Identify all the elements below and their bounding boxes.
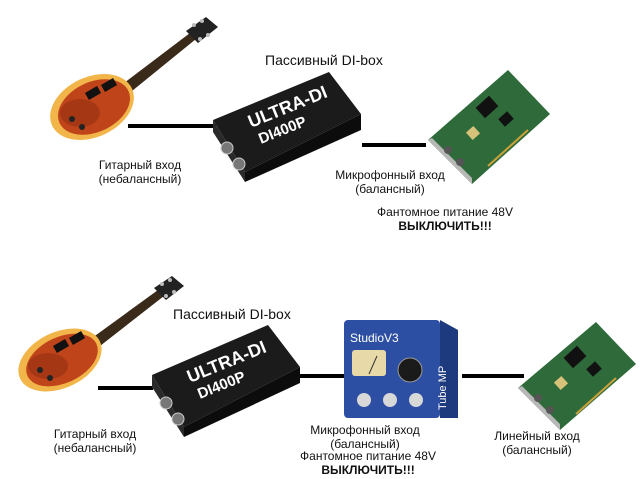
- soundcard-image-bottom: [518, 322, 636, 430]
- guitar-input-line2: (небалансный): [98, 172, 182, 186]
- guitar-input-line1: Гитарный вход: [53, 427, 137, 441]
- guitar-input-line1: Гитарный вход: [98, 158, 182, 172]
- cable-preamp-soundcard: [462, 374, 524, 378]
- cable-guitar-di-top: [128, 124, 216, 128]
- guitar-input-label-bottom: Гитарный вход (небалансный): [40, 427, 150, 455]
- mic-input-line1: Микрофонный вход: [335, 168, 445, 182]
- disable-warning-bottom: ВЫКЛЮЧИТЬ!!!: [321, 463, 415, 477]
- mic-input-label-top: Микрофонный вход (балансный): [325, 168, 455, 196]
- phantom-label-bottom: Фантомное питание 48V: [300, 449, 436, 463]
- cable-di-preamp: [300, 374, 344, 378]
- disable-warning-top: ВЫКЛЮЧИТЬ!!!: [398, 219, 492, 233]
- mic-input-line1: Микрофонный вход: [310, 423, 420, 437]
- mic-input-line2: (балансный): [355, 182, 425, 196]
- guitar-input-label-top: Гитарный вход (небалансный): [85, 158, 195, 186]
- guitar-input-line2: (небалансный): [53, 441, 137, 455]
- mic-input-line2: (балансный): [330, 437, 400, 451]
- guitar-image-top: [50, 17, 218, 140]
- line-input-line1: Линейный вход: [494, 429, 580, 443]
- cable-di-soundcard-top: [362, 143, 426, 147]
- soundcard-image-top: [428, 70, 550, 184]
- di-box-title-top: Пассивный DI-box: [265, 52, 383, 68]
- di-box-title-bottom: Пассивный DI-box: [173, 306, 291, 322]
- line-input-label: Линейный вход (балансный): [482, 429, 592, 457]
- di-box-image-top: ULTRA-DI DI400P: [213, 72, 361, 182]
- guitar-image-bottom: [18, 276, 184, 392]
- preamp-side-text: Tube MP: [437, 366, 449, 410]
- cable-guitar-di-bottom: [98, 386, 153, 390]
- tube-preamp-image: StudioV3 Tube MP: [344, 320, 458, 418]
- line-input-line2: (балансный): [502, 443, 572, 457]
- preamp-brand-text: StudioV3: [350, 331, 399, 345]
- phantom-label-top: Фантомное питание 48V: [377, 205, 513, 219]
- mic-input-label-bottom: Микрофонный вход (балансный): [300, 423, 430, 451]
- di-box-image-bottom: ULTRA-DI DI400P: [152, 325, 300, 437]
